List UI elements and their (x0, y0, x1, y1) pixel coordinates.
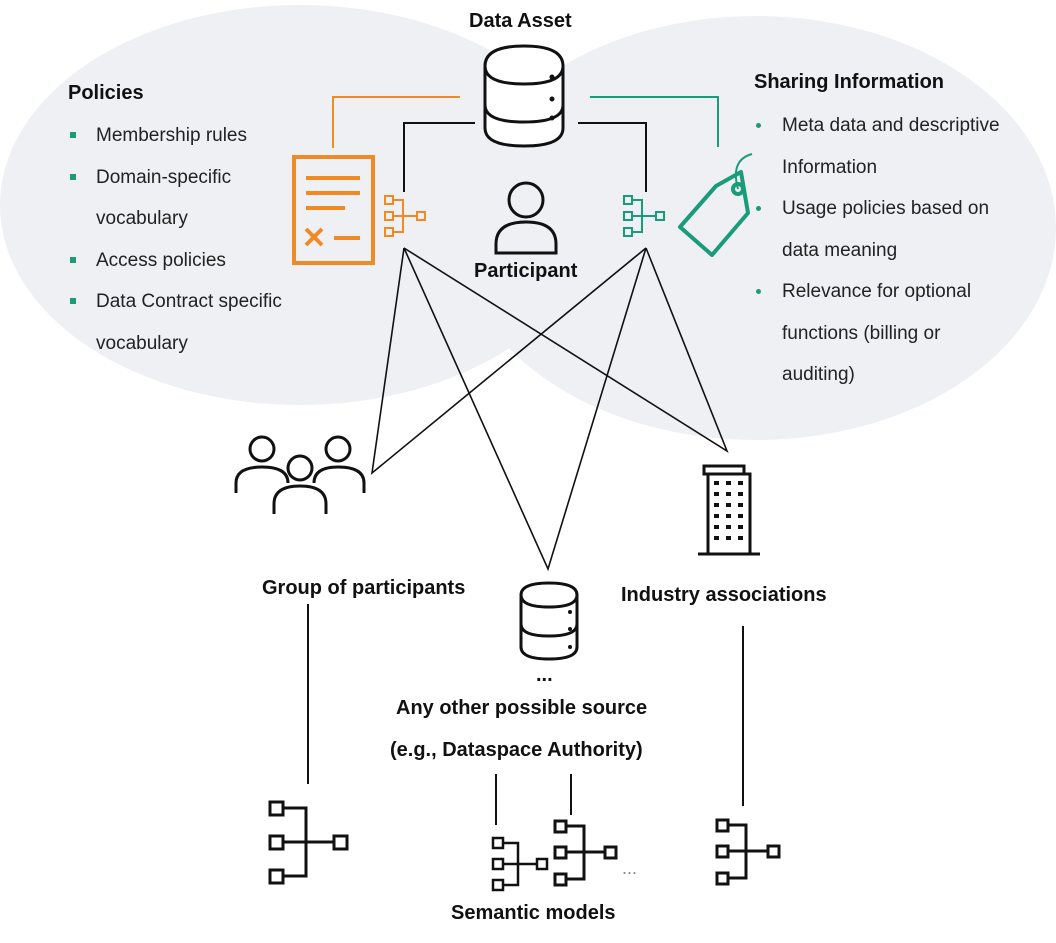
hierarchy-icon (715, 818, 781, 886)
policy-item: Access policies (68, 240, 338, 282)
person-icon (494, 181, 558, 255)
policy-item: Domain-specific vocabulary (68, 157, 266, 240)
people-group-icon (234, 435, 366, 514)
more-sources-ellipsis: ... (536, 664, 553, 686)
other-source-database-icon (519, 581, 579, 661)
cross-link-1 (370, 247, 647, 475)
hierarchy-icon (268, 800, 349, 885)
database-icon (483, 44, 565, 148)
sharing-item: Meta data and descriptive Information (754, 105, 1029, 188)
sharing-hierarchy-icon (623, 195, 665, 237)
other-source-label: Any other possible source (396, 697, 648, 719)
semantic-models-label: Semantic models (451, 902, 616, 924)
policy-connector (332, 96, 460, 148)
policies-ellipse (0, 5, 600, 405)
other-source-example-label: (e.g., Dataspace Authority) (390, 739, 643, 761)
policies-list: Membership rules Domain-specific vocabul… (68, 115, 338, 364)
cross-link-2 (403, 247, 647, 572)
building-windows (714, 481, 743, 540)
sharing-item: Relevance for optional functions (billin… (754, 271, 982, 396)
policy-item: Membership rules (68, 115, 338, 157)
data-asset-label: Data Asset (469, 10, 572, 32)
tag-icon (678, 153, 753, 257)
hierarchy-icon (491, 836, 549, 892)
sharing-list: Meta data and descriptive Information Us… (754, 105, 1029, 396)
sharing-connector (590, 96, 719, 147)
group-label: Group of participants (262, 577, 466, 599)
hierarchy-icon (553, 819, 618, 887)
participant-label: Participant (474, 260, 578, 282)
policy-hierarchy-icon (384, 195, 426, 237)
policy-item: Data Contract specific vocabulary (68, 281, 338, 364)
asset-to-sharing-link (578, 122, 647, 192)
industry-label: Industry associations (621, 584, 827, 606)
document-icon (292, 155, 375, 265)
policies-title: Policies (68, 82, 144, 104)
asset-to-policy-link (403, 122, 475, 192)
sharing-title: Sharing Information (754, 71, 944, 93)
more-models-ellipsis: ... (622, 858, 638, 878)
building-icon (698, 464, 760, 556)
cross-link-3 (403, 247, 729, 453)
sharing-item: Usage policies based on data meaning (754, 188, 1002, 271)
